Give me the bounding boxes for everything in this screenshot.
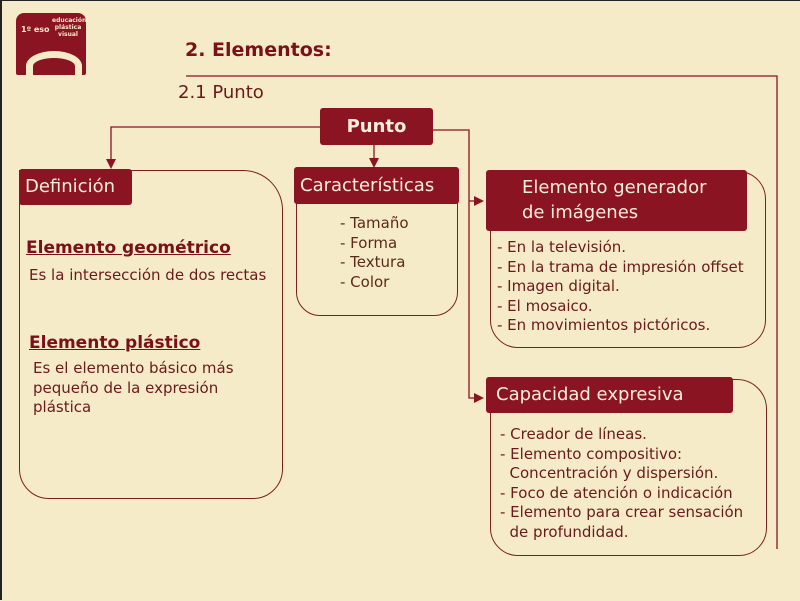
caracteristicas-header[interactable]: Características [294,167,459,204]
capacidad-label: Capacidad expresiva [496,384,684,405]
geo-text: Es la intersección de dos rectas [29,266,267,284]
root-label: Punto [346,116,407,137]
definicion-box [19,170,283,499]
pla-title: Elemento plástico [29,333,201,353]
root-node-punto[interactable]: Punto [320,108,433,145]
caracteristicas-items: - Tamaño - Forma - Textura - Color [340,214,409,291]
logo-subject: educación plástica visual [52,17,86,38]
pla-text: Es el elemento básico más pequeño de la … [33,359,234,416]
logo-swoosh [26,51,82,75]
caracteristicas-label: Características [300,175,435,196]
page-title: 2. Elementos: [185,39,332,61]
generador-header[interactable]: Elemento generador de imágenes [486,170,747,231]
logo-grade: 1º eso [21,25,50,34]
capacidad-header[interactable]: Capacidad expresiva [486,377,733,413]
logo: 1º eso educación plástica visual [16,13,86,75]
generador-label: Elemento generador de imágenes [522,177,707,223]
page-subtitle: 2.1 Punto [178,82,264,103]
definicion-label: Definición [25,176,115,197]
geo-title: Elemento geométrico [26,238,231,258]
definicion-header[interactable]: Definición [19,169,132,205]
generador-items: - En la televisión. - En la trama de imp… [497,238,744,334]
capacidad-items: - Creador de líneas. - Elemento composit… [500,425,744,541]
